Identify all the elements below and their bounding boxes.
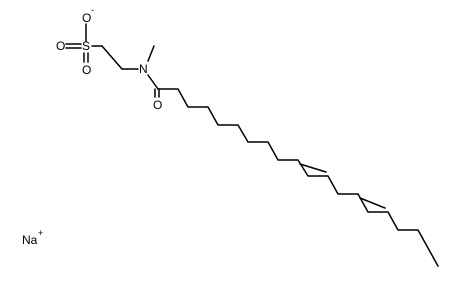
atom-n: N bbox=[139, 62, 148, 76]
sodium-symbol: Na bbox=[22, 233, 38, 247]
double-bond-1-second-line bbox=[299, 163, 327, 173]
atom-labels: O - O S O N O bbox=[56, 5, 162, 112]
atom-s: S bbox=[82, 39, 90, 53]
atom-o-minus: O bbox=[82, 11, 91, 25]
counterion: Na + bbox=[22, 228, 43, 247]
atom-o-amide: O bbox=[153, 98, 162, 112]
ethyl-linker bbox=[101, 45, 159, 90]
fatty-chain bbox=[157, 88, 439, 267]
bond-n-carbonyl bbox=[147, 74, 159, 90]
bond-n-methyl bbox=[147, 45, 155, 62]
double-bond-2-second-line bbox=[359, 197, 386, 209]
charge-o-minus: - bbox=[91, 5, 94, 15]
atom-o-lower: O bbox=[82, 63, 91, 77]
bond-c1-c2 bbox=[101, 45, 123, 70]
atom-o-left: O bbox=[56, 39, 65, 53]
sulfonate-group bbox=[65, 23, 103, 63]
sodium-charge: + bbox=[38, 228, 43, 238]
carbonyl-group bbox=[154, 88, 160, 98]
chain-backbone bbox=[157, 88, 439, 267]
